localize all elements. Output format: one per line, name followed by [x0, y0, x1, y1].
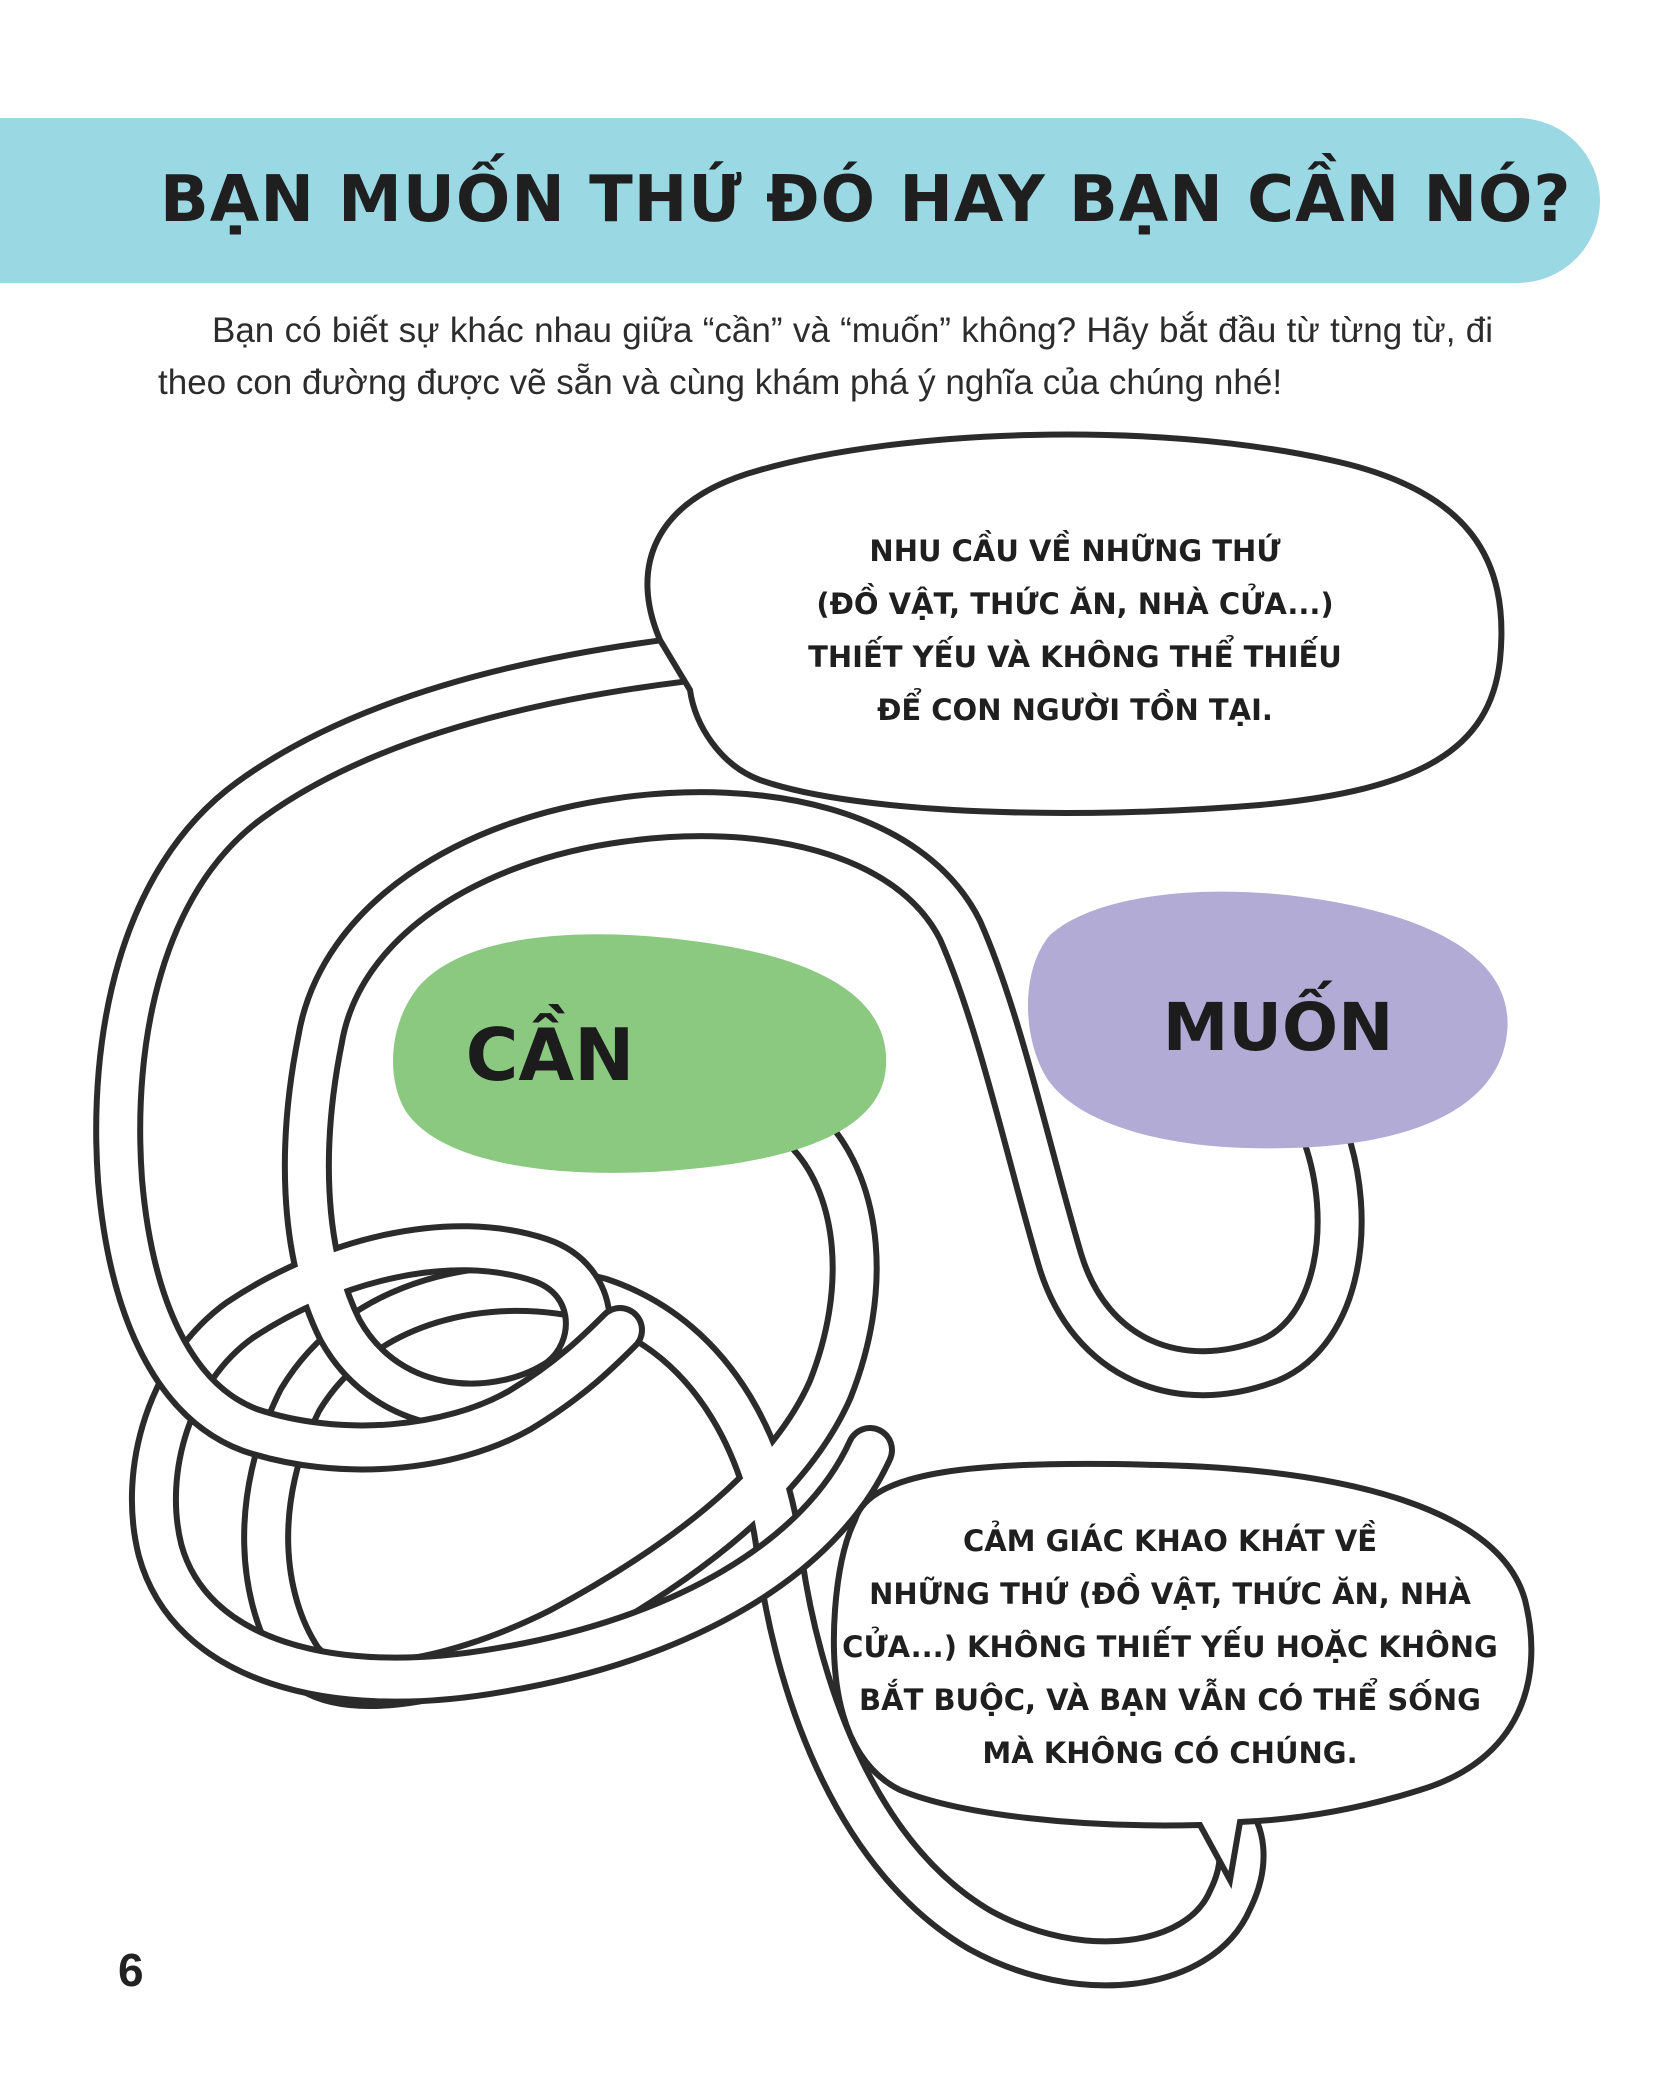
want-speech-bubble — [830, 1460, 1535, 1890]
need-definition: NHU CẦU VỀ NHỮNG THỨ (ĐỒ VẬT, THỨC ĂN, N… — [790, 525, 1360, 737]
need-definition-line: THIẾT YẾU VÀ KHÔNG THỂ THIẾU — [808, 640, 1342, 674]
muon-blob[interactable] — [1028, 891, 1508, 1149]
want-definition-line: CỬA...) KHÔNG THIẾT YẾU HOẶC KHÔNG — [842, 1630, 1498, 1664]
page-number: 6 — [118, 1944, 144, 1996]
want-definition-line: NHỮNG THỨ (ĐỒ VẬT, THỨC ĂN, NHÀ — [869, 1577, 1471, 1611]
want-definition-line: CẢM GIÁC KHAO KHÁT VỀ — [962, 1524, 1378, 1558]
want-definition-line: BẮT BUỘC, VÀ BẠN VẪN CÓ THỂ SỐNG — [859, 1683, 1481, 1717]
need-definition-line: (ĐỒ VẬT, THỨC ĂN, NHÀ CỬA...) — [816, 587, 1334, 621]
page-title: BẠN MUỐN THỨ ĐÓ HAY BẠN CẦN NÓ? — [160, 163, 1572, 237]
want-definition-line: MÀ KHÔNG CÓ CHÚNG. — [982, 1736, 1358, 1770]
title-banner — [0, 118, 1600, 283]
intro-paragraph: Bạn có biết sự khác nhau giữa “cần” và “… — [158, 311, 1493, 402]
need-definition-line: NHU CẦU VỀ NHỮNG THỨ — [869, 534, 1281, 568]
maze-path-need-outer — [93, 635, 705, 1473]
need-definition-line: ĐỂ CON NGƯỜI TỒN TẠI. — [877, 693, 1273, 727]
muon-label: MUỐN — [1162, 989, 1394, 1066]
want-definition: CẢM GIÁC KHAO KHÁT VỀ NHỮNG THỨ (ĐỒ VẬT,… — [830, 1515, 1510, 1780]
can-label: CẦN — [465, 1013, 635, 1097]
maze-paths — [93, 635, 1365, 1989]
can-blob[interactable] — [393, 934, 887, 1173]
maze-path-muon-loop — [129, 789, 1365, 1705]
maze-path-can-lower — [241, 1110, 1267, 1989]
need-speech-bubble — [644, 431, 1505, 816]
